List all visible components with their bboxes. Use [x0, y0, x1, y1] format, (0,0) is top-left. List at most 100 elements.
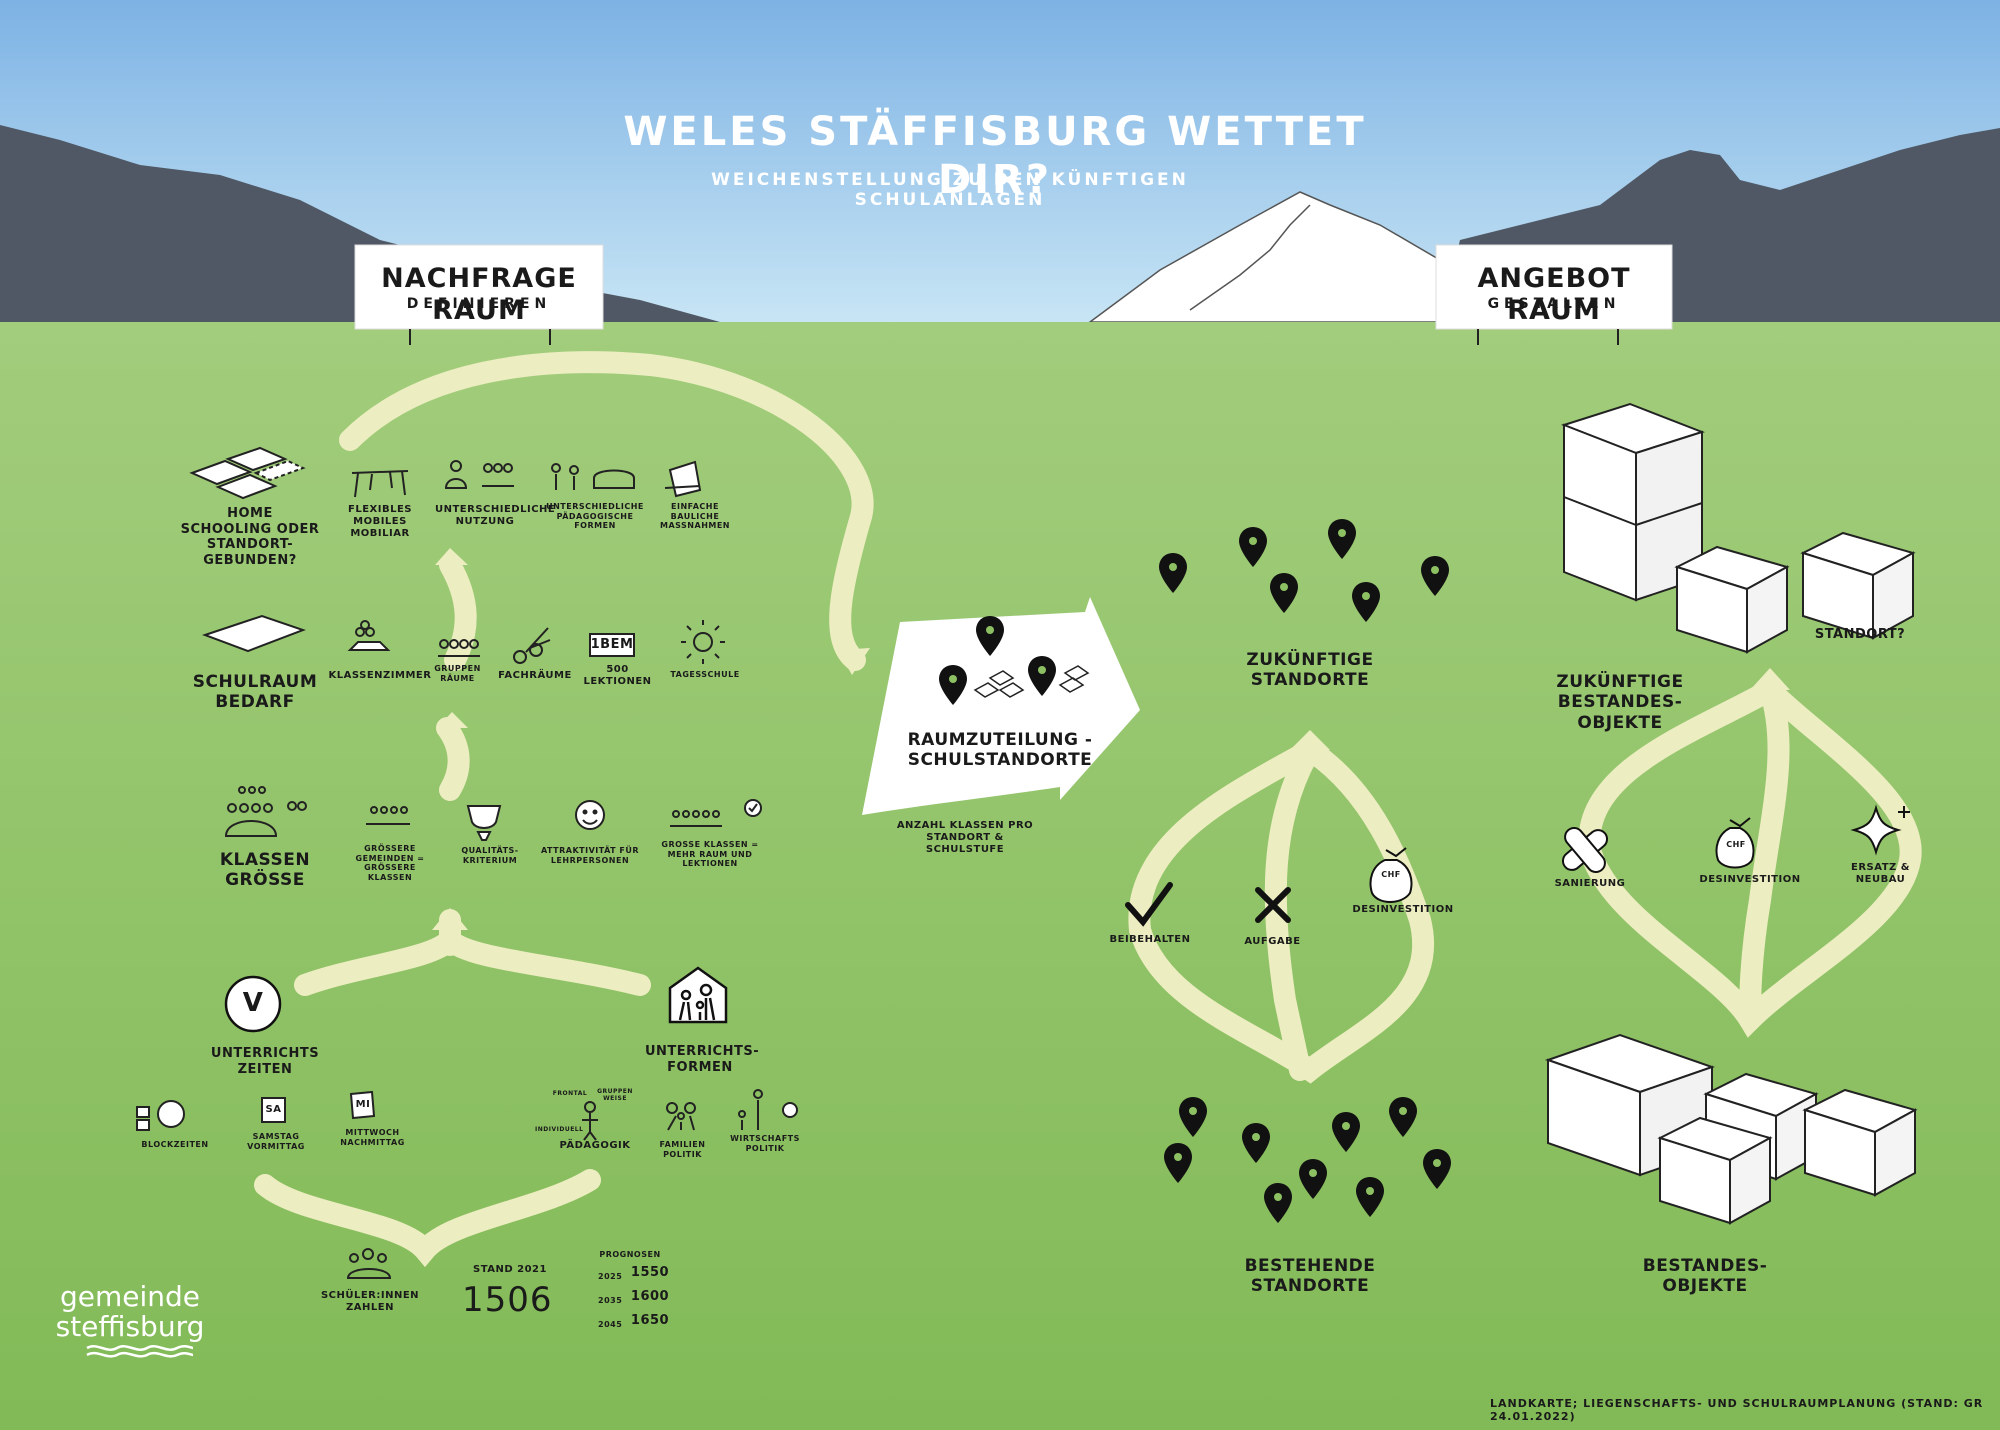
stand-value: 1506 — [462, 1280, 553, 1320]
group-rooms-icon — [438, 639, 480, 657]
road-paths — [254, 351, 1922, 1268]
sa-note-text: Sa — [265, 1104, 282, 1115]
logo-wave-icon — [86, 1344, 194, 1358]
unterrichtsformen-label: Unterrichts-formen — [645, 1044, 760, 1075]
pupils-icon — [346, 1248, 392, 1279]
logo-text-line2: steffisburg — [55, 1310, 205, 1343]
smiley-icon — [575, 800, 605, 830]
home-schooling-tiles-icon — [189, 446, 306, 500]
mobiliar-label: Flexibles mobiles Mobiliar — [348, 504, 412, 539]
option-sanierung: Sanierung — [1554, 878, 1626, 889]
left-mountain — [0, 125, 720, 322]
door-icon — [664, 460, 702, 498]
teacher-icon — [582, 1101, 598, 1141]
check-icon — [1125, 882, 1173, 927]
prog-value-2: 1600 — [630, 1289, 670, 1304]
family-icon — [666, 1102, 696, 1131]
attraktivitaet-label: Attraktivität für Lehrpersonen — [540, 846, 640, 865]
paedagogik-label: Pädagogik — [559, 1140, 631, 1151]
qualitaetskriterium-label: Qualitäts-kriterium — [461, 846, 519, 865]
sign-right-title: Angebot Raum — [1477, 263, 1631, 327]
option-desinvestition-right: Desinvestition — [1699, 874, 1801, 885]
frontal-label: Frontal — [552, 1090, 588, 1097]
economy-icon — [738, 1089, 798, 1130]
future-objects-label: Zukünftige Bestandes-objekte — [1556, 672, 1684, 733]
chf-text-right: CHF — [1726, 840, 1746, 849]
stand-label: Stand 2021 — [473, 1264, 547, 1275]
sign-left-title: Nachfrage Raum — [381, 263, 577, 327]
individuell-label: individuell — [535, 1126, 584, 1133]
lessons-badge-icon — [589, 633, 635, 657]
fachraeume-label: Fachräume — [498, 670, 572, 681]
school-floor-icon — [201, 614, 306, 653]
pedagogic-forms-icon — [551, 463, 635, 490]
option-ersatz-neubau: Ersatz & Neubau — [1851, 862, 1910, 885]
money-bag-icon-right — [1715, 817, 1755, 869]
prog-value-1: 1550 — [630, 1265, 670, 1280]
wirtschaftspolitik-label: Wirtschafts Politik — [730, 1134, 800, 1153]
klassen-groesse-label: Klassen Grösse — [219, 850, 311, 891]
center-small-squares — [973, 665, 1090, 698]
option-desinvestition-left: Desinvestition — [1352, 904, 1454, 915]
gruppenweise-label: Gruppen weise — [597, 1088, 633, 1103]
clock-icon-letter: V — [242, 988, 264, 1018]
schueler-zahlen-label: Schüler:innen Zahlen — [320, 1290, 420, 1313]
grosse-klassen-label: Grosse Klassen = mehr Raum und Lektionen — [661, 840, 759, 869]
tagesschule-label: Tagesschule — [670, 670, 740, 679]
clock-icon-big — [224, 975, 282, 1033]
prog-year-1: 2025 — [598, 1272, 623, 1281]
house-family-icon — [668, 966, 728, 1024]
paedagogische-formen-label: Unterschiedliche pädagogische Formen — [546, 502, 644, 531]
mittwoch-nachmittag-label: Mittwoch Nachmittag — [340, 1128, 405, 1147]
option-aufgabe: Aufgabe — [1244, 936, 1301, 947]
sign-left — [354, 244, 604, 345]
bandage-icon — [1561, 826, 1609, 874]
table-icon — [351, 470, 409, 498]
lesson-badge-text: 1BeM — [590, 637, 634, 652]
bauliche-massnahmen-label: Einfache bauliche Massnahmen — [659, 502, 731, 531]
prognosen-label: Prognosen — [599, 1250, 661, 1259]
sign-right-subtitle: gestalten — [1487, 296, 1621, 312]
existing-objects-label: Bestandes-objekte — [1642, 1256, 1768, 1297]
klassenzimmer-label: Klassenzimmer — [328, 670, 432, 681]
class-size-crowd-icon — [224, 786, 307, 837]
sparkle-icon — [1850, 804, 1910, 856]
anzahl-klassen-label: Anzahl Klassen pro Standort & Schulstufe — [896, 820, 1034, 855]
mi-note-text: Mi — [355, 1099, 371, 1110]
groessere-gemeinden-label: Grössere Gemeinden = grössere Klassen — [355, 844, 425, 882]
blockzeiten-label: Blockzeiten — [141, 1140, 209, 1149]
logo-text-line1: gemeinde — [59, 1280, 201, 1313]
main-subtitle: Weichenstellung zu den künftigen Schulan… — [711, 170, 1189, 211]
larger-communities-icon — [366, 806, 410, 825]
sun-icon — [681, 620, 725, 664]
main-title: Weles Stäffisburg wettet dir? — [623, 109, 1367, 203]
home-schooling-label: Home Schooling oder Standort-gebunden? — [180, 506, 320, 568]
chf-text-left: CHF — [1381, 870, 1401, 879]
sticky-note-sa-icon — [261, 1097, 286, 1123]
trophy-icon — [466, 805, 502, 841]
prog-year-2: 2035 — [598, 1296, 623, 1305]
samstag-vormittag-label: Samstag Vormittag — [247, 1132, 305, 1151]
blockzeiten-icon — [136, 1100, 185, 1131]
prog-year-3: 2045 — [598, 1320, 623, 1329]
sign-left-subtitle: definieren — [406, 296, 552, 312]
unterrichtszeiten-label: Unterrichts Zeiten — [210, 1046, 320, 1077]
sign-right — [1435, 244, 1673, 345]
prog-value-3: 1650 — [630, 1313, 670, 1328]
standort-question-label: Standort? — [1814, 627, 1906, 642]
option-beibehalten: Beibehalten — [1109, 934, 1191, 945]
lektionen-label: 500 Lektionen — [583, 664, 652, 687]
money-bag-icon-left — [1369, 847, 1413, 903]
large-cube-bottom — [1544, 1033, 1716, 1177]
future-locations-label: Zukünftige Standorte — [1246, 650, 1374, 691]
gruppenraeume-label: Gruppen Räume — [434, 664, 481, 683]
schulraum-bedarf-label: Schulraum Bedarf — [192, 672, 318, 713]
familienpolitik-label: Familien Politik — [659, 1140, 706, 1159]
existing-locations-label: Bestehende Standorte — [1244, 1256, 1376, 1297]
raumzuteilung-label: Raumzuteilung - Schulstandorte — [907, 730, 1093, 771]
tall-building-cube — [1560, 402, 1706, 602]
classroom-icon — [347, 620, 391, 651]
scissors-icon — [513, 627, 551, 664]
road-arrowheads — [432, 548, 1790, 930]
